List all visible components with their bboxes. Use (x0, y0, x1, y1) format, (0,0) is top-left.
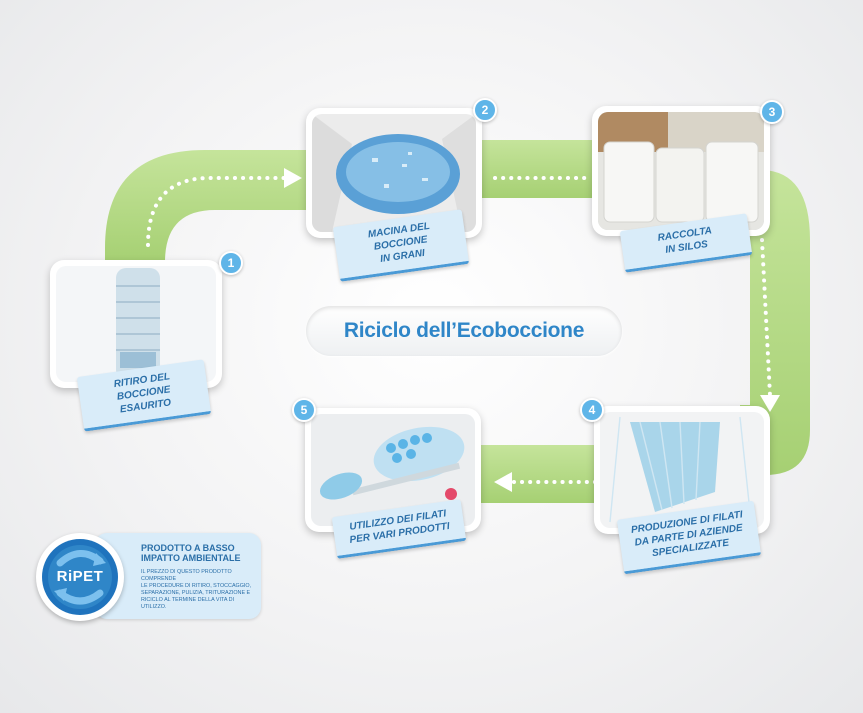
ripet-title: PRODOTTO A BASSO IMPATTO AMBIENTALE (141, 543, 253, 563)
ripet-text-line2: LE PROCEDURE DI RITIRO, STOCCAGGIO, (141, 583, 252, 589)
step-3-number-badge: 3 (760, 100, 784, 124)
step-2-number-badge: 2 (473, 98, 497, 122)
dotted-arrow-1-2 (146, 176, 287, 247)
ripet-text-line3: SEPARAZIONE, PULIZIA, TRITURAZIONE E (141, 590, 251, 596)
green-arrow-3-4 (740, 170, 810, 475)
arrowhead-4-5 (494, 472, 512, 492)
ripet-title-line2: IMPATTO AMBIENTALE (141, 553, 241, 563)
arrowhead-1-2 (284, 168, 302, 188)
step-5-number-badge: 5 (292, 398, 316, 422)
ripet-logo (36, 533, 124, 621)
step-4-number-badge: 4 (580, 398, 604, 422)
step-3-photo (592, 106, 770, 236)
ripet-description: IL PREZZO DI QUESTO PRODOTTO COMPRENDE L… (141, 569, 253, 611)
recycle-arrows-icon (42, 539, 118, 615)
dotted-arrow-3-4 (760, 238, 772, 397)
ripet-logo-text: RiPET (56, 568, 104, 585)
ripet-text-line4: RICICLO AL TERMINE DELLA VITA DI UTILIZZ… (141, 597, 235, 610)
ripet-text-line1: IL PREZZO DI QUESTO PRODOTTO COMPRENDE (141, 569, 232, 582)
diagram-title: Riciclo dell’Ecoboccione (306, 306, 622, 356)
ripet-title-line1: PRODOTTO A BASSO (141, 543, 235, 553)
green-arrow-1-2 (105, 150, 340, 262)
step-2-photo (306, 108, 482, 238)
step-1-number-badge: 1 (219, 251, 243, 275)
storage-silos-image (598, 112, 764, 230)
arrowhead-3-4 (760, 395, 780, 412)
